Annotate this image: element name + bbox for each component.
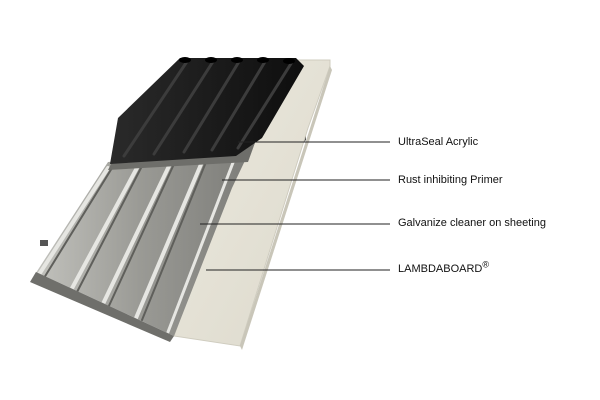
acrylic-coating-rib-tops (179, 57, 295, 64)
registered-mark: ® (482, 259, 489, 270)
acrylic-coating (110, 58, 304, 164)
label-ultraseal-acrylic-text: UltraSeal Acrylic (398, 136, 479, 148)
label-galvanize-cleaner: Galvanize cleaner on sheeting (398, 217, 546, 230)
insulation-board-edge (240, 66, 332, 350)
label-rust-inhibiting-primer-text: Rust inhibiting Primer (398, 174, 503, 186)
label-galvanize-cleaner-text: Galvanize cleaner on sheeting (398, 217, 546, 229)
metal-sheeting (30, 150, 250, 336)
bracket-tab-left-bottom (40, 240, 48, 246)
acrylic-coating-ribs (122, 58, 294, 158)
metal-sheeting-edge (30, 272, 174, 342)
label-lambdaboard-text: LAMBDABOARD (398, 263, 483, 275)
label-ultraseal-acrylic: UltraSeal Acrylic (398, 136, 478, 149)
label-lambdaboard: LAMBDABOARD® (398, 260, 489, 276)
metal-sheeting-ribs (36, 158, 236, 334)
label-rust-inhibiting-primer: Rust inhibiting Primer (398, 174, 503, 187)
